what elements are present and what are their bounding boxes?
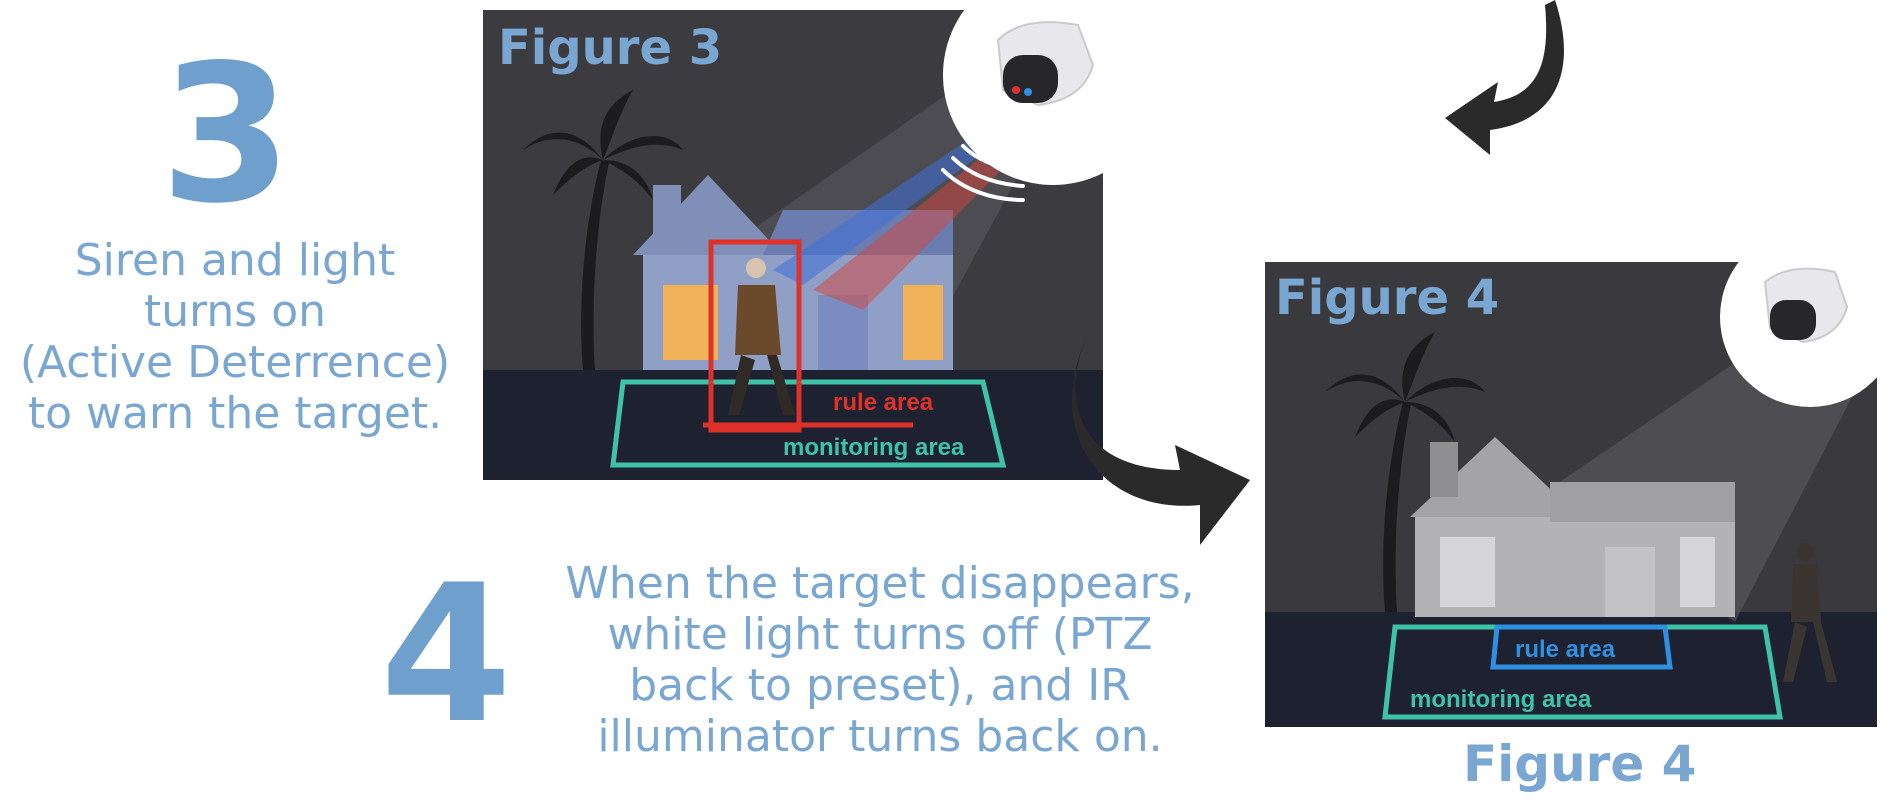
step-3-caption: Siren and light turns on (Active Deterre… [0, 235, 470, 439]
house-icon [1410, 437, 1735, 617]
step-4-caption-line: back to preset), and IR [629, 660, 1131, 711]
intruder-icon [728, 258, 795, 415]
palm-tree-icon [523, 90, 683, 370]
step-3-caption-line: (Active Deterrence) [19, 337, 451, 388]
step-4-caption-line: When the target disappears, [565, 558, 1195, 609]
step-3-number: 3 [160, 24, 293, 245]
figure-4-title: Figure 4 [1275, 270, 1500, 326]
curved-arrow-icon [1072, 330, 1250, 545]
step-4-caption-line: white light turns off (PTZ [607, 609, 1153, 660]
figure-4-illustration: rule area monitoring area [1265, 262, 1877, 727]
monitoring-area-outline [610, 379, 1007, 468]
step-4-number: 4 [380, 544, 513, 765]
figure-4-monitoring-area-label: monitoring area [1410, 686, 1592, 713]
camera-icon [943, 10, 1103, 185]
figure-4-rule-area-label: rule area [1515, 636, 1616, 663]
rule-area-outline [1490, 624, 1673, 670]
step-3-caption-line: turns on [143, 286, 327, 337]
figure-4-caption: Figure 4 [1463, 735, 1697, 793]
step-3-caption-line: to warn the target. [27, 388, 443, 439]
curved-arrow-icon [1445, 0, 1564, 155]
step-3-caption-line: Siren and light [74, 235, 396, 286]
figure-3-rule-area-label: rule area [833, 389, 934, 416]
figure-3-illustration: rule area monitoring area [483, 10, 1103, 480]
person-icon [1783, 543, 1837, 682]
figure-3-monitoring-area-label: monitoring area [783, 434, 965, 461]
step-4-caption: When the target disappears, white light … [560, 558, 1200, 762]
figure-3-title: Figure 3 [498, 20, 723, 76]
camera-icon [1720, 262, 1877, 407]
step-4-caption-line: illuminator turns back on. [597, 711, 1163, 762]
palm-tree-icon [1325, 332, 1485, 612]
target-bounding-box [708, 239, 802, 433]
